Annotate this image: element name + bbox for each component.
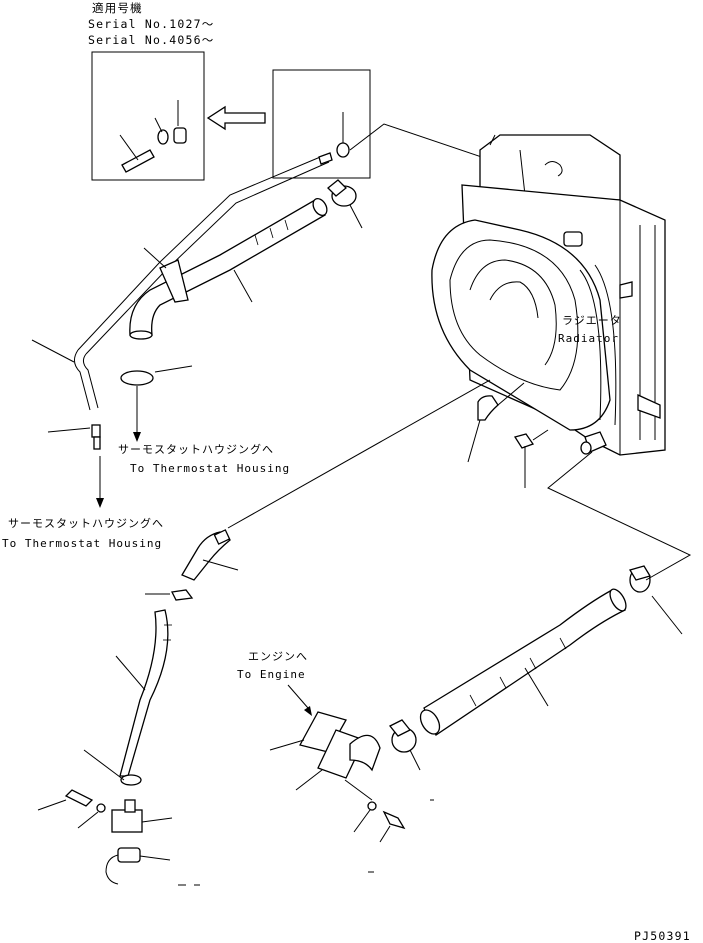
thermostat-label-en-2: To Thermostat Housing (2, 537, 162, 550)
gasket-and-elbow (269, 711, 434, 873)
radiator-label-jp: ラジエータ (562, 314, 622, 327)
lower-hose-clamp-engine (388, 719, 421, 771)
lower-hose (419, 588, 627, 736)
applicable-model-heading: 適用号機 (92, 1, 143, 15)
lower-hose-clamp-radiator (629, 565, 683, 635)
upper-hose (129, 197, 328, 340)
leader-line (349, 123, 521, 171)
serial-number-2: Serial No.4056～ (88, 33, 214, 47)
drawing-number: PJ50391 (634, 929, 691, 943)
serial-number-1: Serial No.1027～ (88, 17, 214, 31)
thermostat-label-jp-2: サーモスタットハウジングへ (8, 516, 164, 530)
radiator (431, 134, 666, 488)
lower-leader (547, 451, 692, 581)
vent-leader (227, 379, 491, 529)
engine-label-en: To Engine (237, 668, 306, 681)
vent-tube-upper (31, 152, 333, 411)
detail-box-new (91, 51, 205, 181)
tee-fitting-assembly (37, 789, 200, 886)
vent-fitting (47, 424, 104, 508)
engine-label-jp: エンジンへ (248, 650, 308, 663)
thermostat-label-en-1: To Thermostat Housing (130, 462, 290, 475)
detail-box-old (272, 69, 371, 179)
thermostat-label-jp-1: サーモスタットハウジングへ (118, 442, 274, 456)
upper-hose-clamp (327, 179, 363, 229)
radiator-label-en: Radiator (558, 332, 619, 345)
hose-clamp-thermostat (120, 365, 193, 442)
lower-vent-hose (83, 529, 239, 786)
detail-arrow (206, 105, 266, 131)
